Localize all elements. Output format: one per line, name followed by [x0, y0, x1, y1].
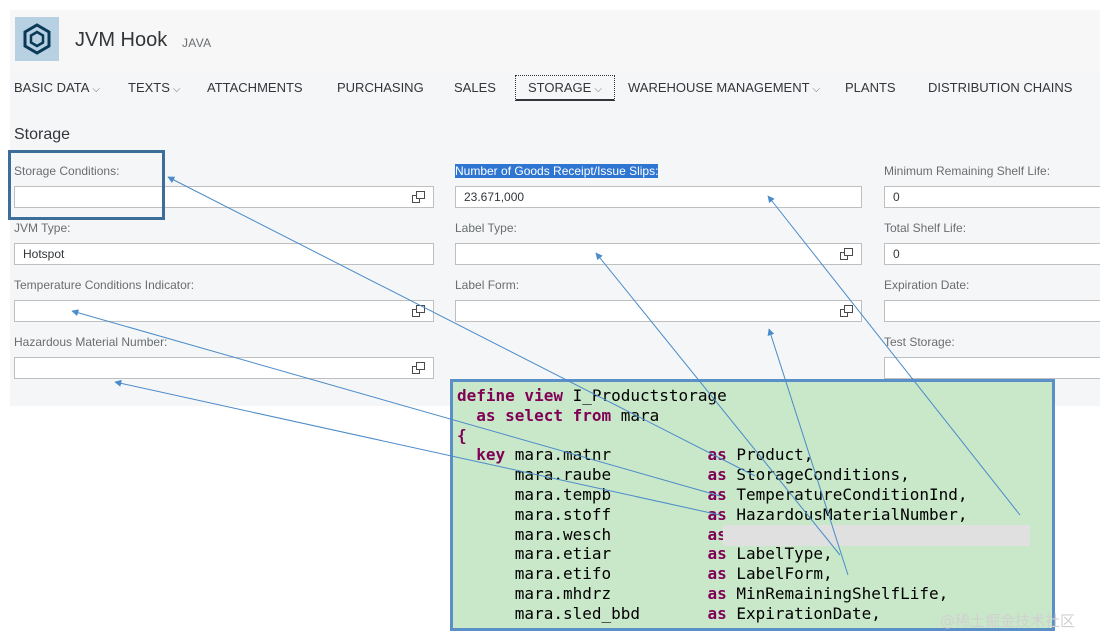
code-text: mara.tempb [457, 484, 708, 504]
hazardous-material-label: Hazardous Material Number: [14, 335, 168, 349]
tab-storage[interactable]: STORAGE⌵ [515, 75, 615, 101]
storage-conditions-label: Storage Conditions: [14, 164, 120, 178]
code-keyword: as [707, 524, 737, 544]
expiration-date-label: Expiration Date: [884, 278, 970, 292]
page-subtitle: JAVA [182, 36, 212, 50]
tab-sales[interactable]: SALES [454, 80, 496, 95]
code-keyword: define view [457, 386, 573, 405]
code-line: { [457, 426, 1052, 446]
code-text: HazardousMaterialNumber, [736, 504, 968, 524]
code-line: as select from mara [457, 406, 1052, 426]
code-listing: define view I_Productstorage as select f… [453, 382, 1052, 624]
temperature-conditions-input[interactable] [14, 300, 434, 322]
code-text: mara.etifo [457, 564, 708, 584]
label-form-input[interactable] [455, 300, 862, 322]
total-shelf-life-label: Total Shelf Life: [884, 221, 967, 235]
code-keyword: as [707, 484, 737, 504]
code-text: mara.etiar [457, 544, 708, 564]
tab-basic-data[interactable]: BASIC DATA⌵ [14, 80, 100, 95]
tab-bar: BASIC DATA⌵ TEXTS⌵ ATTACHMENTS PURCHASIN… [10, 75, 1100, 104]
code-keyword: as [707, 603, 737, 623]
cds-view-code-panel: define view I_Productstorage as select f… [450, 379, 1055, 631]
hazardous-material-input[interactable] [14, 357, 434, 379]
code-keyword: as [707, 465, 737, 485]
arrow-label-form [767, 328, 849, 576]
value-help-icon[interactable] [840, 305, 853, 317]
expiration-date-input[interactable] [884, 300, 1100, 322]
tab-attachments[interactable]: ATTACHMENTS [207, 80, 303, 95]
value-help-icon[interactable] [412, 362, 425, 374]
code-text: LabelForm, [736, 564, 833, 584]
code-text: I_Productstorage [572, 386, 727, 405]
arrow-storage-conditions [167, 176, 756, 477]
chevron-down-icon: ⌵ [92, 84, 100, 95]
goods-receipt-slips-input[interactable]: 23.671,000 [455, 186, 862, 208]
code-line: define view I_Productstorage [457, 386, 1052, 406]
code-keyword: key [476, 445, 515, 465]
object-header: JVM Hook JAVA [10, 10, 1100, 72]
code-text: mara.raube [457, 465, 708, 485]
code-keyword: as [707, 564, 737, 584]
label-type-input[interactable] [455, 243, 862, 265]
arrow-goods-receipt-slips [767, 195, 1021, 516]
code-text: TemperatureConditionInd, [736, 484, 968, 504]
section-title: Storage [14, 126, 71, 143]
code-line: mara.etiar as LabelType, [457, 544, 1052, 564]
code-line: mara.raube as StorageConditions, [457, 465, 1052, 485]
code-text: mara.wesch [457, 524, 708, 544]
code-text: StorageConditions, [736, 465, 910, 485]
app-window: JVM Hook JAVA BASIC DATA⌵ TEXTS⌵ ATTACHM… [10, 10, 1100, 406]
goods-receipt-slips-label: Number of Goods Receipt/Issue Slips: [455, 164, 659, 178]
value-help-icon[interactable] [840, 248, 853, 260]
code-text: mara.sled_bbd [457, 603, 708, 623]
tab-texts[interactable]: TEXTS⌵ [128, 80, 181, 95]
chevron-down-icon: ⌵ [812, 84, 821, 95]
arrow-label-type [595, 252, 841, 556]
chevron-down-icon: ⌵ [172, 84, 181, 95]
page-title: JVM Hook [75, 29, 168, 51]
jvm-type-label: JVM Type: [14, 221, 71, 235]
code-line: mara.tempb as TemperatureConditionInd, [457, 485, 1052, 505]
storage-conditions-input[interactable] [14, 186, 434, 208]
code-text: LabelType, [736, 544, 833, 564]
code-line: mara.etifo as LabelForm, [457, 564, 1052, 584]
code-text: mara [620, 405, 660, 425]
min-shelf-life-label: Minimum Remaining Shelf Life: [884, 164, 1051, 178]
temperature-conditions-label: Temperature Conditions Indicator: [14, 278, 195, 292]
watermark: @稀土掘金技术社区 [940, 612, 1076, 630]
app-logo [15, 17, 59, 61]
tab-warehouse-management[interactable]: WAREHOUSE MANAGEMENT⌵ [628, 80, 821, 95]
code-keyword: as select from [476, 405, 621, 425]
arrow-temperature-conditions [71, 309, 721, 497]
code-text: mara.mhdrz [457, 583, 708, 603]
code-keyword: { [457, 425, 467, 445]
test-storage-label: Test Storage: [884, 335, 955, 349]
box-icon [23, 23, 51, 55]
chevron-down-icon: ⌵ [594, 84, 602, 95]
code-line: mara.sled_bbd as ExpirationDate, [457, 604, 1052, 624]
min-shelf-life-input[interactable]: 0 [884, 186, 1100, 208]
value-help-icon[interactable] [412, 191, 425, 203]
storage-conditions-callout [8, 150, 165, 220]
label-type-label: Label Type: [455, 221, 517, 235]
tab-distribution-chains[interactable]: DISTRIBUTION CHAINS [928, 80, 1073, 95]
total-shelf-life-input[interactable]: 0 [884, 243, 1100, 265]
test-storage-input[interactable] [884, 357, 1100, 379]
code-text: mara.stoff [457, 504, 708, 524]
tab-plants[interactable]: PLANTS [845, 80, 896, 95]
code-text: MinRemainingShelfLife, [736, 583, 949, 603]
code-keyword: as [707, 583, 737, 603]
code-text: mara.matnr [514, 445, 708, 465]
label-form-label: Label Form: [455, 278, 520, 292]
code-line: mara.mhdrz as MinRemainingShelfLife, [457, 584, 1052, 604]
code-line-highlight [723, 525, 1030, 546]
tab-purchasing[interactable]: PURCHASING [337, 80, 424, 95]
code-text: ExpirationDate, [736, 603, 881, 623]
arrow-hazardous-material [114, 379, 721, 516]
code-keyword: as [707, 544, 737, 564]
